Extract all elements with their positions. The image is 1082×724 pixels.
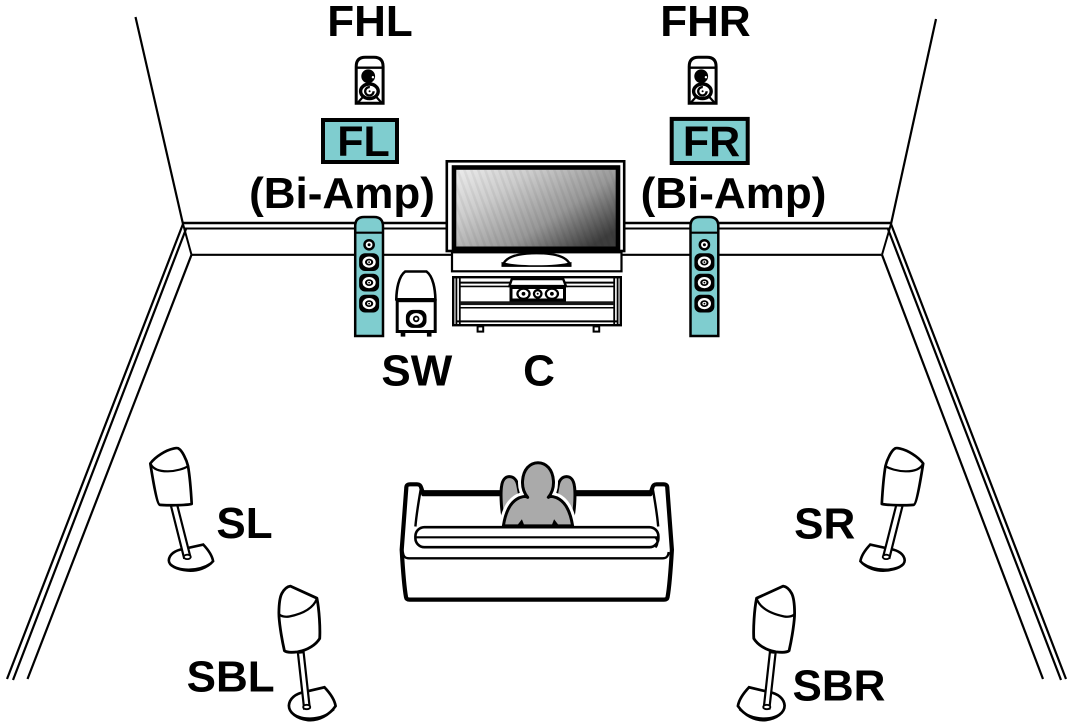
svg-text:FL: FL — [337, 118, 390, 166]
svg-text:(Bi-Amp): (Bi-Amp) — [641, 169, 827, 218]
svg-text:FR: FR — [683, 118, 740, 166]
svg-text:SR: SR — [794, 500, 855, 549]
svg-text:SBL: SBL — [187, 653, 275, 702]
svg-text:FHL: FHL — [327, 0, 413, 46]
svg-text:SBR: SBR — [793, 662, 886, 711]
svg-text:FHR: FHR — [660, 0, 750, 46]
svg-text:SL: SL — [216, 499, 272, 548]
svg-text:SW: SW — [381, 347, 452, 396]
svg-text:C: C — [523, 346, 555, 395]
svg-text:(Bi-Amp): (Bi-Amp) — [249, 169, 435, 218]
